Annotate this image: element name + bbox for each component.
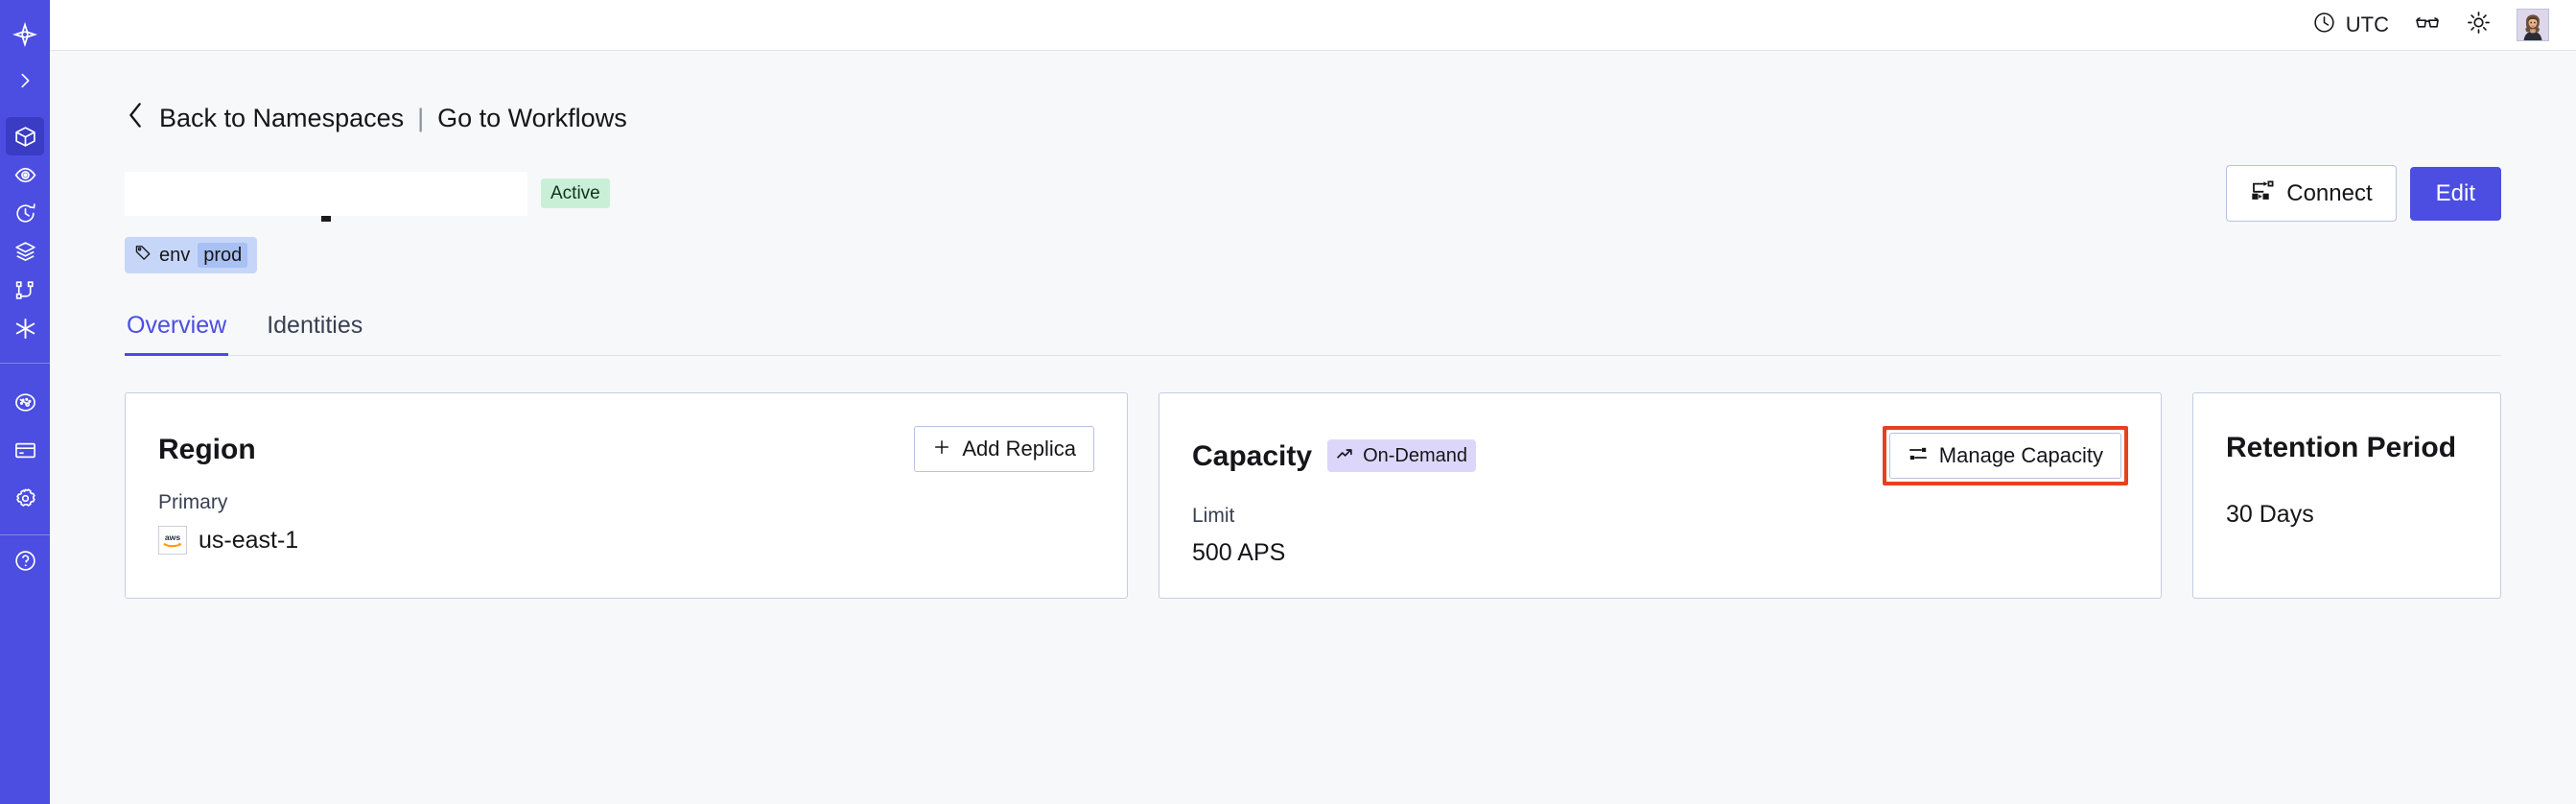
glasses-icon-button[interactable]: [2414, 10, 2441, 41]
breadcrumb-workflows-link[interactable]: Go to Workflows: [437, 104, 627, 132]
user-avatar-icon: [2517, 10, 2548, 40]
timezone-selector[interactable]: UTC: [2312, 11, 2389, 40]
help-circle-icon: [13, 549, 37, 573]
asterisk-icon: [12, 316, 38, 342]
svg-text:aws: aws: [165, 532, 180, 542]
overview-cards: Region Add Replica: [125, 392, 2501, 599]
capacity-mode-label: On-Demand: [1363, 445, 1467, 466]
page-content: Back to Namespaces | Go to Workflows Act…: [50, 51, 2576, 804]
card-capacity-header: Capacity On-Demand: [1192, 426, 2128, 485]
gear-icon: [13, 486, 37, 510]
primary-sidebar: [0, 0, 50, 804]
edit-button-label: Edit: [2435, 179, 2475, 206]
sidebar-item-nexus[interactable]: [6, 232, 44, 271]
card-region-label: Primary: [158, 491, 228, 513]
sidebar-item-workflows[interactable]: [6, 271, 44, 309]
theme-toggle-button[interactable]: [2466, 10, 2492, 40]
layers-icon: [13, 240, 37, 264]
card-retention-value: 30 Days: [2226, 501, 2314, 528]
breadcrumb: Back to Namespaces | Go to Workflows: [125, 101, 2501, 136]
timezone-label: UTC: [2345, 12, 2389, 36]
tag-icon: [134, 244, 152, 267]
page-title: [125, 171, 527, 216]
capacity-mode-badge: On-Demand: [1327, 439, 1476, 472]
breadcrumb-separator: |: [417, 104, 425, 132]
sidebar-item-logo[interactable]: [6, 15, 44, 54]
plus-icon: [932, 437, 951, 461]
sidebar-item-observability[interactable]: [6, 155, 44, 194]
manage-capacity-highlight: Manage Capacity: [1882, 426, 2128, 485]
sidebar-item-billing[interactable]: [6, 431, 44, 469]
card-region: Region Add Replica: [125, 392, 1128, 599]
sidebar-divider-2: [0, 534, 50, 535]
namespace-header: Active: [125, 165, 2501, 222]
card-capacity-value: 500 APS: [1192, 539, 1286, 566]
tag-key: env: [159, 245, 191, 266]
clock-icon: [2312, 11, 2336, 40]
sidebar-item-schedules[interactable]: [6, 194, 44, 232]
card-region-header: Region Add Replica: [158, 426, 1094, 472]
sidebar-item-expand[interactable]: [6, 61, 44, 100]
sliders-icon: [1908, 444, 1929, 467]
edit-button[interactable]: Edit: [2409, 166, 2501, 221]
add-replica-label: Add Replica: [962, 437, 1076, 461]
sidebar-item-usage[interactable]: [6, 383, 44, 421]
card-region-title: Region: [158, 433, 256, 465]
trending-up-icon: [1336, 444, 1355, 467]
cube-icon: [13, 125, 37, 149]
card-capacity-action: Manage Capacity: [1882, 426, 2128, 485]
connect-button[interactable]: Connect: [2226, 165, 2397, 222]
tab-overview[interactable]: Overview: [125, 312, 229, 356]
card-region-value-row: aws us-east-1: [158, 526, 1094, 555]
sun-icon: [2466, 10, 2492, 40]
aws-logo-icon: aws: [158, 526, 187, 555]
glasses-icon: [2414, 10, 2441, 41]
card-capacity-title: Capacity: [1192, 439, 1313, 472]
status-badge: Active: [541, 177, 610, 209]
git-branch-icon: [13, 278, 37, 302]
card-retention: Retention Period 30 Days: [2192, 392, 2501, 599]
sidebar-item-help[interactable]: [6, 541, 44, 579]
sidebar-item-integrations[interactable]: [6, 309, 44, 347]
sidebar-divider-1: [0, 363, 50, 364]
manage-capacity-label: Manage Capacity: [1938, 443, 2103, 467]
card-region-action: Add Replica: [914, 426, 1094, 472]
tag-value: prod: [198, 243, 248, 268]
eye-icon: [13, 163, 37, 187]
add-replica-button[interactable]: Add Replica: [914, 426, 1094, 472]
manage-capacity-button[interactable]: Manage Capacity: [1888, 433, 2121, 479]
sidebar-item-settings[interactable]: [6, 479, 44, 517]
clock-rewind-icon: [13, 201, 37, 225]
header-actions: Connect Edit: [2226, 165, 2501, 222]
connect-icon: [2250, 179, 2275, 207]
card-retention-title: Retention Period: [2226, 431, 2457, 463]
avatar[interactable]: [2517, 9, 2549, 41]
namespace-tags: env prod: [125, 237, 2501, 273]
credit-card-icon: [13, 438, 37, 462]
card-region-value: us-east-1: [199, 526, 299, 554]
main-column: UTC: [50, 0, 2576, 804]
tag-env[interactable]: env prod: [125, 237, 258, 273]
top-bar: UTC: [50, 0, 2576, 51]
sidebar-item-namespaces[interactable]: [6, 117, 44, 155]
card-capacity: Capacity On-Demand: [1159, 392, 2162, 599]
tab-identities[interactable]: Identities: [267, 312, 363, 339]
card-retention-header: Retention Period: [2226, 426, 2468, 468]
card-capacity-label: Limit: [1192, 505, 1235, 527]
temporal-logo-icon: [12, 22, 37, 47]
connect-button-label: Connect: [2286, 179, 2373, 206]
chevron-left-icon[interactable]: [125, 101, 146, 136]
tab-bar: Overview Identities: [125, 312, 2501, 356]
chevron-right-icon: [14, 70, 35, 91]
breadcrumb-back-link[interactable]: Back to Namespaces: [159, 104, 405, 132]
gauge-icon: [13, 390, 37, 414]
